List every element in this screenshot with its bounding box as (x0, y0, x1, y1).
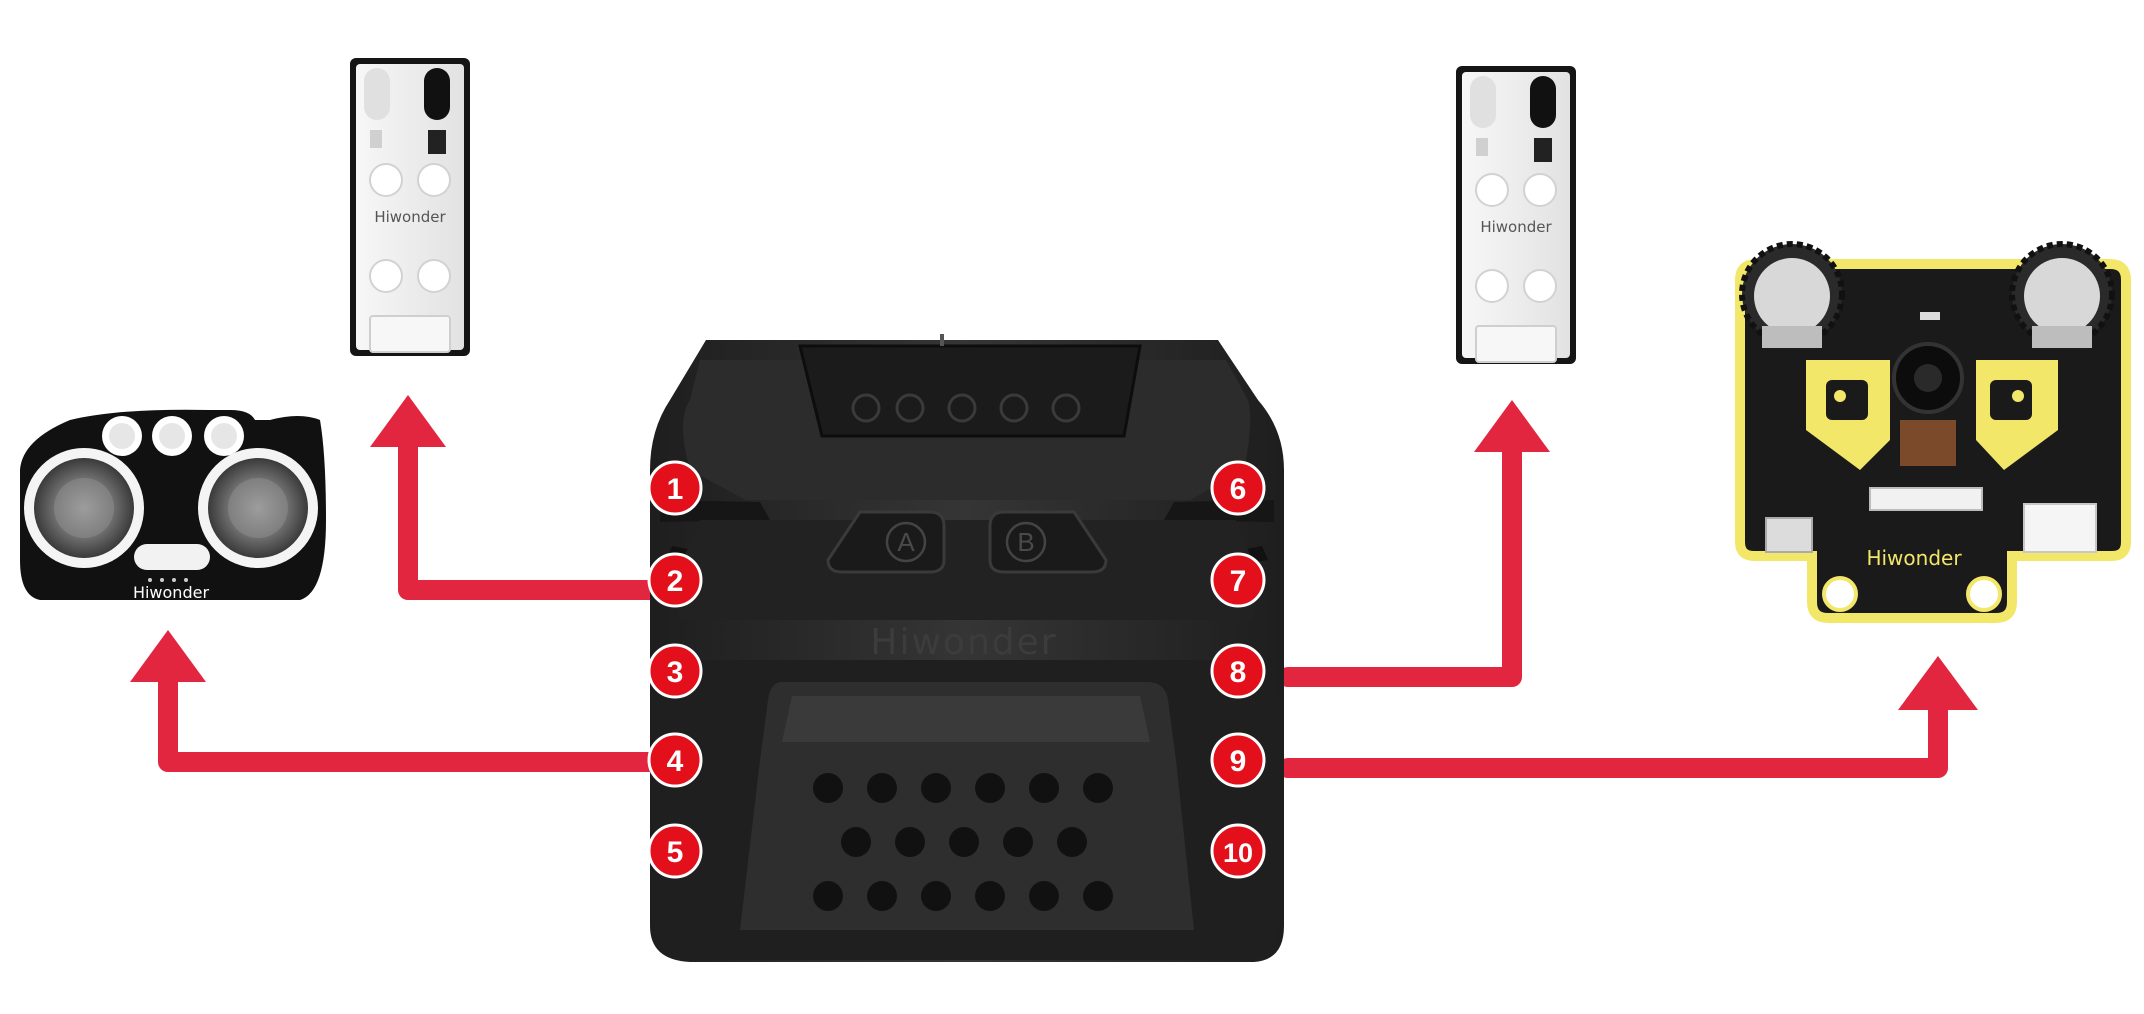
port-label-4: 4 (667, 745, 684, 778)
arrows (130, 395, 1978, 778)
infrared-sensor-icon: Hiwonder (1456, 66, 1576, 364)
port-label-5: 5 (667, 836, 684, 869)
port-badge-3: 3 (647, 643, 703, 699)
port-label-2: 2 (667, 565, 684, 598)
port-label-1: 1 (667, 473, 684, 506)
ultrasonic-brand-text: Hiwonder (133, 583, 209, 602)
port-badge-7: 7 (1210, 552, 1266, 608)
port-badge-5: 5 (647, 823, 703, 879)
button-a[interactable]: A (826, 510, 946, 574)
ultrasonic-sensor-icon: Hiwonder (20, 409, 326, 602)
camera-brand-text: Hiwonder (1866, 546, 1962, 570)
port-label-9: 9 (1230, 745, 1247, 778)
button-b[interactable]: B (988, 510, 1108, 574)
ir-left-brand-text: Hiwonder (374, 208, 446, 226)
port-label-10: 10 (1223, 838, 1253, 868)
led-ports (851, 393, 1081, 423)
button-a-label: A (897, 527, 915, 557)
port-label-7: 7 (1230, 565, 1247, 598)
knob-left (1739, 241, 1845, 348)
arrow-port8-to-ir-right (1278, 400, 1550, 687)
port-badge-1: 1 (647, 460, 703, 516)
infrared-sensor-icon: Hiwonder (350, 58, 470, 356)
port-badge-10: 10 (1210, 823, 1266, 879)
controller-brand-text: Hiwonder (870, 622, 1057, 663)
port-badge-4: 4 (647, 732, 703, 788)
port-badges: 1 2 3 4 5 6 7 8 (647, 460, 1266, 879)
port-badge-2: 2 (647, 552, 703, 608)
ir-right-brand-text: Hiwonder (1480, 218, 1552, 236)
knob-right (2009, 241, 2115, 348)
port-label-3: 3 (667, 656, 684, 689)
port-label-6: 6 (1230, 473, 1247, 506)
arrow-port4-to-ultrasonic (130, 630, 666, 772)
port-badge-8: 8 (1210, 643, 1266, 699)
controller-body: A B Hiwonder (650, 334, 1284, 962)
port-badge-6: 6 (1210, 460, 1266, 516)
button-b-label: B (1017, 527, 1034, 557)
speaker-grille (813, 773, 1113, 911)
arrow-port9-to-camera (1278, 656, 1978, 778)
arrow-port2-to-ir-left (370, 395, 666, 600)
camera-module-icon: Hiwonder (1735, 241, 2131, 623)
port-badge-9: 9 (1210, 732, 1266, 788)
port-label-8: 8 (1230, 656, 1247, 689)
